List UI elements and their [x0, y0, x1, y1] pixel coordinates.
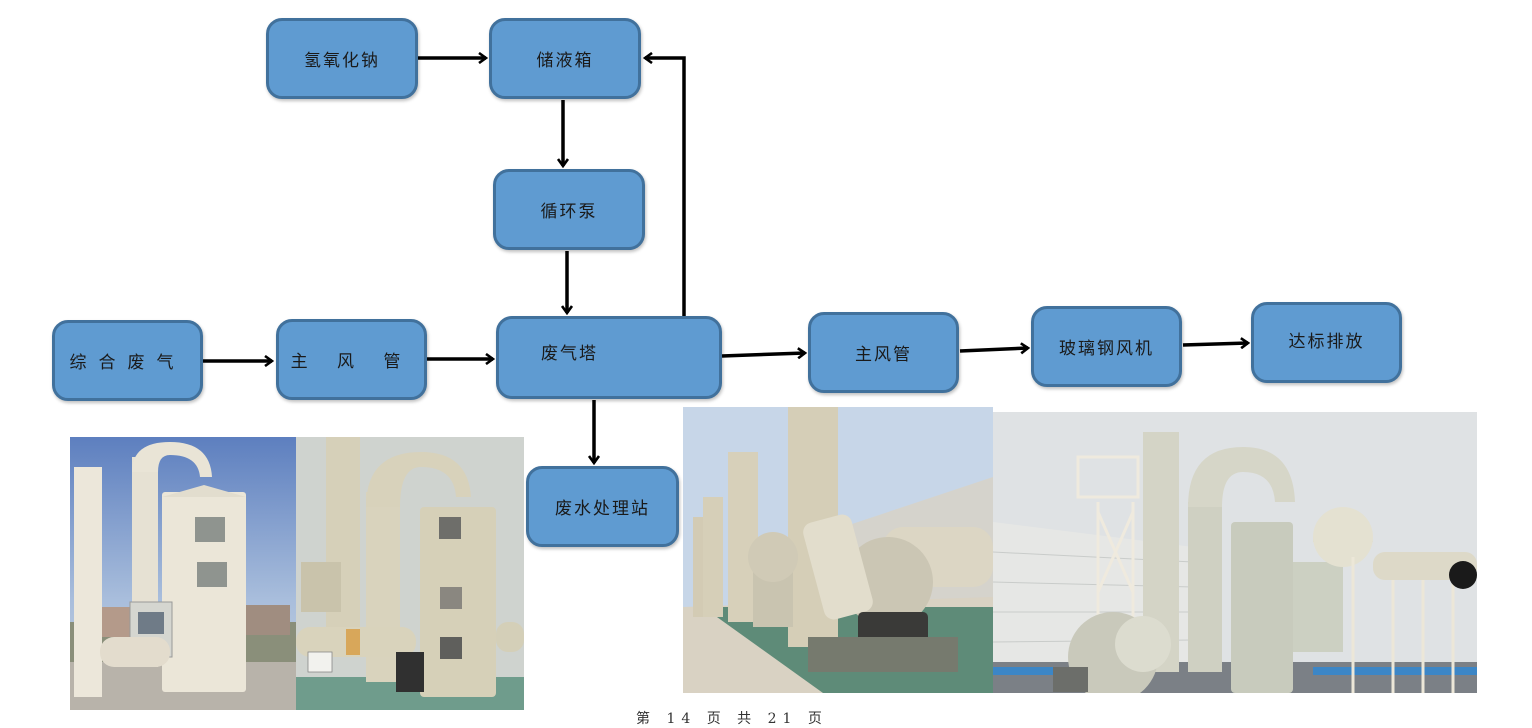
node-label: 玻璃钢风机 [1059, 339, 1154, 359]
node-circulation-pump: 循环泵 [493, 169, 645, 250]
photo-rooftop-fans [683, 407, 993, 693]
node-label: 循环泵 [540, 202, 598, 222]
photo-tower-stack-fan [993, 412, 1477, 693]
node-label: 废水处理站 [555, 499, 650, 519]
node-storage-tank: 储液箱 [489, 18, 641, 99]
arrow-duct-to-fan [959, 348, 1028, 351]
arrow-tower-to-duct-right [721, 353, 805, 356]
node-label: 储液箱 [536, 51, 594, 71]
node-exhaust-tower: 废气塔 [496, 316, 722, 399]
photo-scrubber-tower-1 [70, 437, 296, 710]
node-label: 综合废气 [69, 353, 186, 373]
node-frp-fan: 玻璃钢风机 [1031, 306, 1182, 387]
node-main-duct-right: 主风管 [808, 312, 959, 393]
photo-scrubber-tower-2 [296, 437, 524, 710]
node-label: 主 风 管 [290, 352, 413, 372]
node-main-duct-left: 主 风 管 [276, 319, 427, 400]
node-mixed-exhaust: 综合废气 [52, 320, 203, 401]
node-wastewater-station: 废水处理站 [526, 466, 679, 547]
node-label: 主风管 [855, 345, 912, 365]
node-naoh: 氢氧化钠 [266, 18, 418, 99]
arrow-tower-return-to-storage [645, 58, 686, 316]
node-label: 废气塔 [541, 344, 598, 364]
arrow-fan-to-discharge [1182, 343, 1248, 345]
node-compliant-discharge: 达标排放 [1251, 302, 1402, 383]
node-label: 达标排放 [1288, 332, 1365, 352]
page-number-footer: 第 14 页 共 21 页 [636, 711, 828, 727]
node-label: 氢氧化钠 [304, 51, 380, 71]
